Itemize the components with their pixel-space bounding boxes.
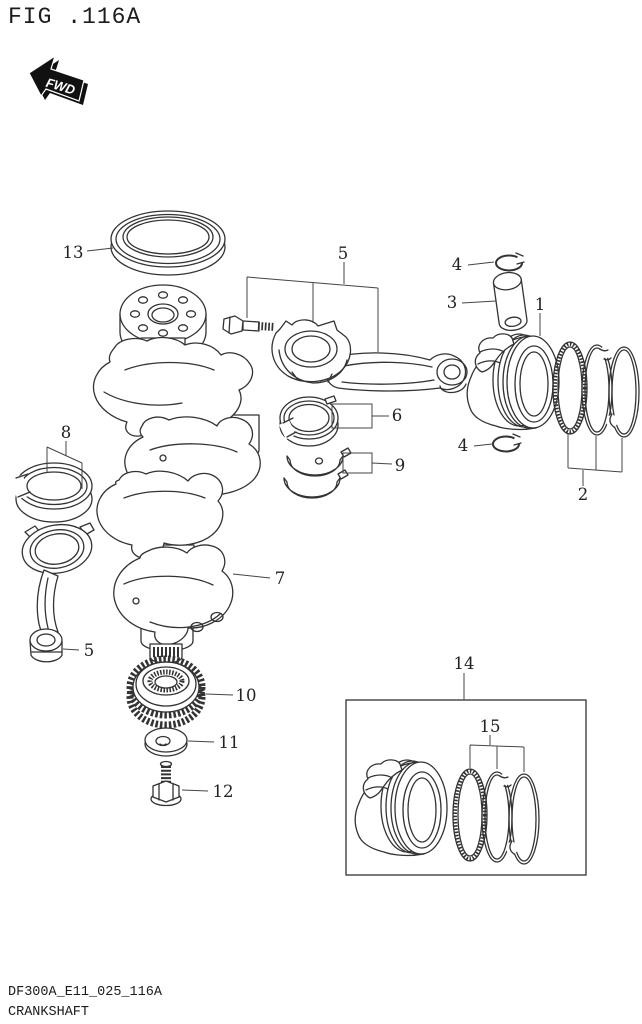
bolt-part-12 [150, 760, 182, 807]
fwd-arrow-icon: FWD [28, 54, 88, 105]
callout-4-bottom: 4 [458, 436, 469, 455]
circlip-bottom-part-4 [492, 433, 522, 453]
piston-rings-part-2 [552, 341, 640, 438]
callout-10: 10 [236, 686, 257, 705]
conrod-cap-part [271, 319, 352, 384]
callout-14: 14 [454, 654, 475, 673]
connecting-rod-part [325, 352, 468, 394]
piston-pin-part-3 [492, 271, 528, 332]
callout-1: 1 [535, 295, 546, 314]
washer-part-11 [144, 727, 188, 757]
callout-9: 9 [395, 456, 406, 475]
piston-part-1 [466, 333, 560, 431]
figure-footer: DF300A_E11_025_116A CRANKSHAFT [8, 983, 162, 1023]
bearing-part-6 [279, 395, 339, 447]
bearing-part-8 [11, 462, 93, 523]
callout-6: 6 [392, 406, 403, 425]
ring-part-13 [110, 210, 226, 276]
figure-code: DF300A_E11_025_116A [8, 985, 162, 1000]
circlip-top-part-4 [495, 252, 525, 272]
connecting-rod-2-part [21, 522, 95, 663]
callout-12: 12 [213, 782, 234, 801]
callout-3: 3 [447, 293, 458, 312]
callout-7: 7 [275, 569, 286, 588]
callout-8: 8 [61, 423, 72, 442]
bearing-part-9 [283, 447, 352, 499]
leader-lines [46, 247, 623, 792]
callout-4-top: 4 [452, 255, 463, 274]
figure-name: CRANKSHAFT [8, 1005, 90, 1020]
callout-15: 15 [480, 717, 501, 736]
conrod-bolt-part [222, 315, 276, 335]
callout-5-top: 5 [338, 244, 349, 263]
callout-2: 2 [578, 485, 589, 504]
crankshaft-part [92, 284, 261, 664]
callout-11: 11 [219, 733, 240, 752]
inset-piston [354, 759, 448, 857]
figure-title: FIG .116A [8, 4, 142, 30]
gear-part-10 [126, 655, 206, 729]
callout-5-bottom: 5 [84, 641, 95, 660]
callout-labels: 13 5 4 3 1 4 2 6 9 8 5 7 10 11 12 14 15 [61, 243, 589, 801]
inset-box-14 [345, 699, 587, 876]
callout-13: 13 [63, 243, 84, 262]
